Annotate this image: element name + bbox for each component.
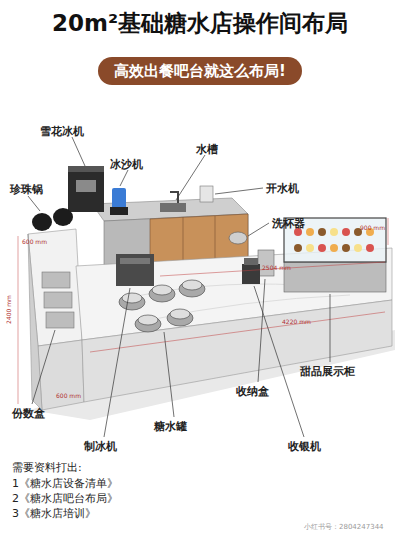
dimension: 600 mm [56,392,81,399]
banner-text: 高效出餐吧台就这么布局! [114,62,286,80]
title: 20m²基础糖水店操作间布局 [0,8,400,39]
note-heading: 需要资料打出: [12,460,82,475]
watermark: 小红书号：2804247344 [304,522,384,532]
label: 收纳盒 [236,384,269,399]
label: 雪花冰机 [40,124,84,139]
label: 水槽 [196,142,218,157]
label: 份数盒 [12,406,45,421]
label: 甜品展示柜 [300,364,355,379]
dimension: 900 mm [360,224,385,231]
label: 冰沙机 [110,157,143,172]
label: 制冰机 [84,439,117,454]
label: 珍珠锅 [10,182,43,197]
label: 洗杯器 [272,216,305,231]
note-line: 1《糖水店设备清单》 [12,476,118,491]
subtitle-banner: 高效出餐吧台就这么布局! [98,57,302,85]
label: 开水机 [266,181,299,196]
label: 糖水罐 [154,419,187,434]
label: 收银机 [288,439,321,454]
note-line: 3《糖水店培训》 [12,506,96,521]
dimension: 2504 mm [262,264,291,271]
dimension: 4220 mm [282,318,311,325]
dimension: 600 mm [22,238,47,245]
dimension: 2400 mm [5,295,12,324]
note-line: 2《糖水店吧台布局》 [12,491,118,506]
